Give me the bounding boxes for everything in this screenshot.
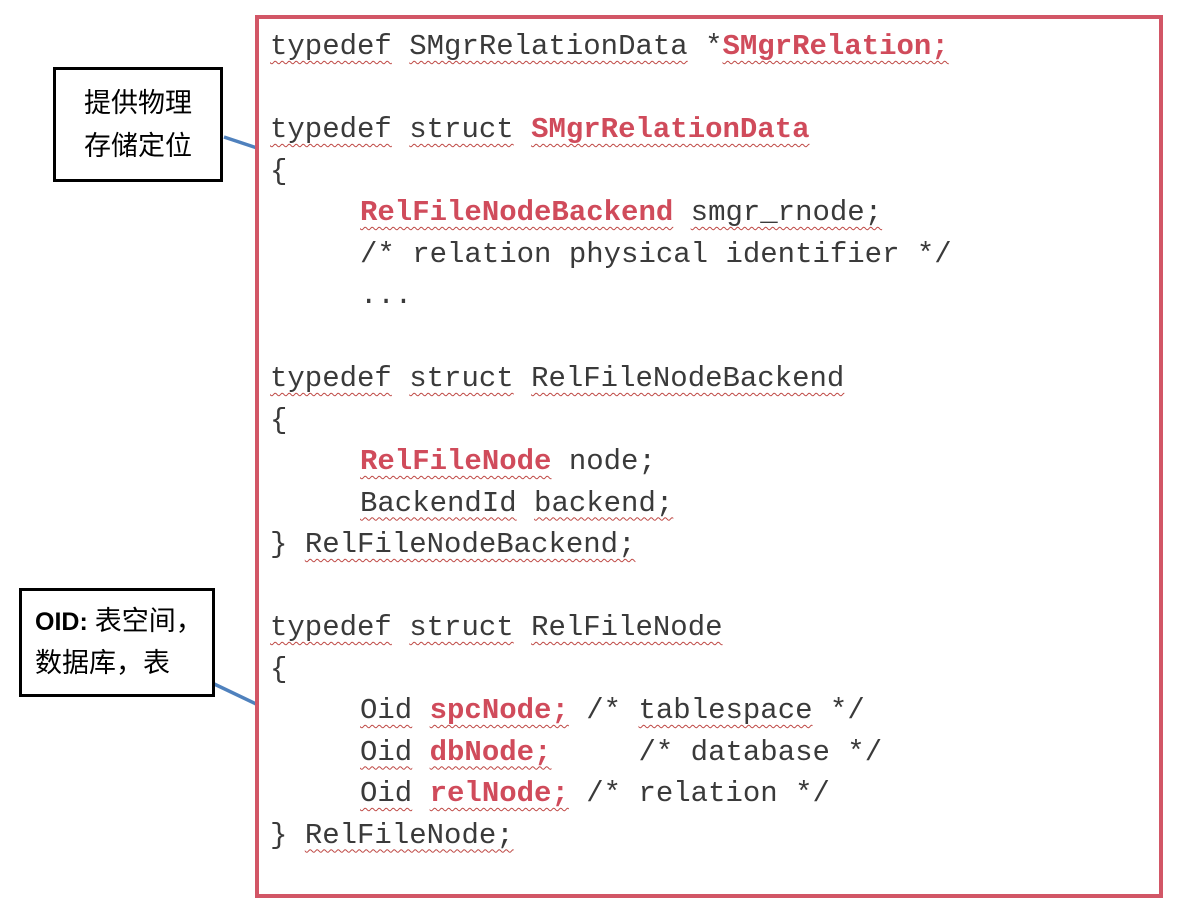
code-token [392, 113, 409, 146]
code-token: RelFileNode; [304, 818, 514, 852]
code-token: typedef [270, 611, 392, 644]
code-token: struct [409, 362, 514, 395]
code-token [517, 487, 534, 520]
note-oid: OID:表空间， 数据库，表 [19, 588, 215, 697]
code-token: /* database */ [551, 735, 883, 769]
note-physical-storage: 提供物理 存储定位 [53, 67, 223, 182]
code-line: { [270, 400, 1153, 442]
code-line: { [270, 151, 1153, 193]
code-token [514, 611, 531, 644]
code-blank-line [270, 68, 1153, 110]
code-token: ... [360, 279, 413, 312]
code-line: typedef struct SMgrRelationData [270, 109, 1153, 151]
code-token: RelFileNodeBackend [531, 362, 845, 395]
code-lines: typedef SMgrRelationData *SMgrRelation; … [259, 19, 1159, 856]
highlighted-identifier: SMgrRelation; [722, 30, 949, 63]
code-token: /* [568, 694, 639, 727]
code-token [412, 694, 429, 727]
code-token [392, 30, 409, 63]
note-text-rest: 表空间， [94, 606, 203, 637]
code-panel: typedef SMgrRelationData *SMgrRelation; … [255, 15, 1163, 898]
code-token [673, 196, 690, 229]
code-token: /* relation physical identifier */ [360, 237, 952, 271]
code-token: * [687, 30, 723, 63]
code-line: { [270, 649, 1153, 691]
code-token [514, 362, 531, 395]
code-token: BackendId [360, 486, 517, 520]
code-token: RelFileNode [531, 611, 723, 644]
code-line: } RelFileNodeBackend; [270, 524, 1153, 566]
code-token: tablespace [638, 694, 813, 727]
code-token [392, 362, 409, 395]
code-token: } [270, 818, 305, 852]
code-token [392, 611, 409, 644]
code-blank-line [270, 566, 1153, 608]
code-token [412, 736, 429, 769]
note-text-line: OID:表空间， [35, 601, 212, 643]
code-line: } RelFileNode; [270, 815, 1153, 857]
code-token: /* relation */ [568, 777, 830, 810]
note-text-line: 存储定位 [84, 130, 192, 162]
code-token: typedef [270, 362, 392, 395]
highlighted-identifier: relNode; [429, 777, 569, 810]
code-line: typedef struct RelFileNode [270, 607, 1153, 649]
code-token [514, 113, 531, 146]
code-token: typedef [270, 30, 392, 63]
code-token: backend; [534, 486, 674, 520]
code-token: */ [812, 694, 865, 727]
code-token: Oid [360, 735, 413, 769]
code-token: RelFileNodeBackend; [304, 528, 636, 561]
code-line: Oid relNode; /* relation */ [270, 773, 1153, 815]
code-line: Oid spcNode; /* tablespace */ [270, 690, 1153, 732]
code-token: smgr_rnode; [690, 196, 883, 229]
code-line: RelFileNodeBackend smgr_rnode; [270, 192, 1153, 234]
code-token: { [270, 403, 288, 437]
code-token [412, 777, 429, 810]
highlighted-identifier: SMgrRelationData [531, 113, 810, 146]
code-token: struct [409, 113, 514, 146]
code-line: RelFileNode node; [270, 441, 1153, 483]
oid-label: OID: [35, 608, 88, 636]
highlighted-identifier: RelFileNode [360, 445, 552, 478]
code-token: SMgrRelationData [409, 30, 688, 63]
highlighted-identifier: RelFileNodeBackend [360, 196, 674, 229]
code-token: { [270, 154, 288, 188]
code-token: struct [409, 611, 514, 644]
code-blank-line [270, 317, 1153, 359]
code-token: } [270, 528, 305, 561]
code-line: typedef SMgrRelationData *SMgrRelation; [270, 26, 1153, 68]
code-token: node; [551, 445, 656, 478]
code-line: ... [270, 275, 1153, 317]
code-line: typedef struct RelFileNodeBackend [270, 358, 1153, 400]
code-token: Oid [360, 777, 413, 810]
code-token: typedef [270, 113, 392, 146]
code-line: /* relation physical identifier */ [270, 234, 1153, 276]
code-token: Oid [360, 694, 413, 727]
code-line: BackendId backend; [270, 483, 1153, 525]
note-text-line: 数据库，表 [35, 648, 170, 679]
code-line: Oid dbNode; /* database */ [270, 732, 1153, 774]
highlighted-identifier: dbNode; [429, 735, 552, 769]
highlighted-identifier: spcNode; [429, 694, 569, 727]
note-text-line: 提供物理 [84, 87, 192, 119]
code-token: { [270, 652, 288, 686]
